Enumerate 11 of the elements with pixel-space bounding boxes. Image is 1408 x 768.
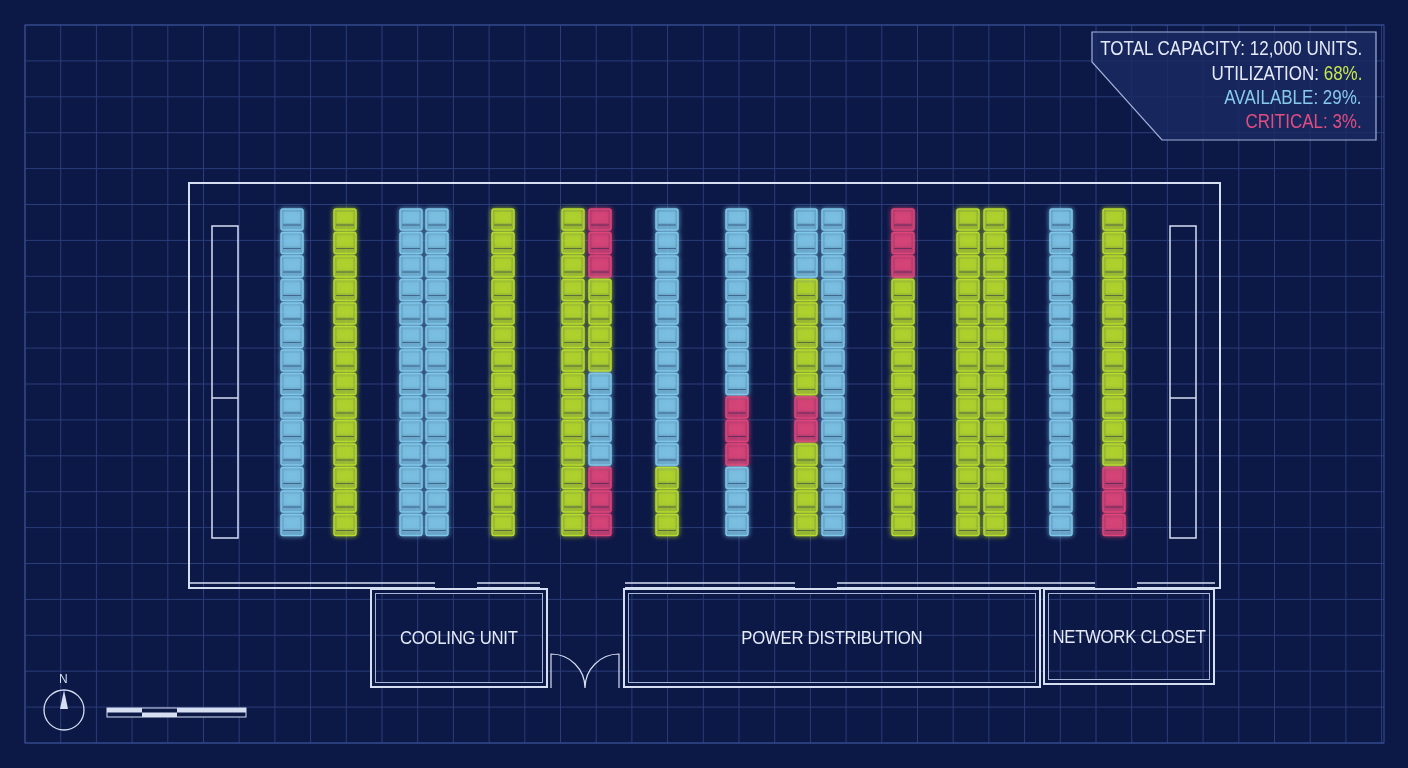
stat-text: UTILIZATION: 68%. [1211, 62, 1362, 85]
room-label: COOLING UNIT [400, 627, 518, 649]
stat-text: AVAILABLE: 29%. [1224, 86, 1362, 109]
stat-text: CRITICAL: 3%. [1245, 110, 1362, 133]
room-outline [623, 588, 1041, 688]
room-outline [370, 588, 548, 688]
room-label: POWER DISTRIBUTION [741, 627, 923, 649]
room-label: NETWORK CLOSET [1052, 625, 1206, 648]
stat-text: TOTAL CAPACITY: 12,000 UNITS. [1099, 37, 1362, 60]
room-outline [1043, 588, 1215, 685]
north-label: N [59, 672, 68, 686]
